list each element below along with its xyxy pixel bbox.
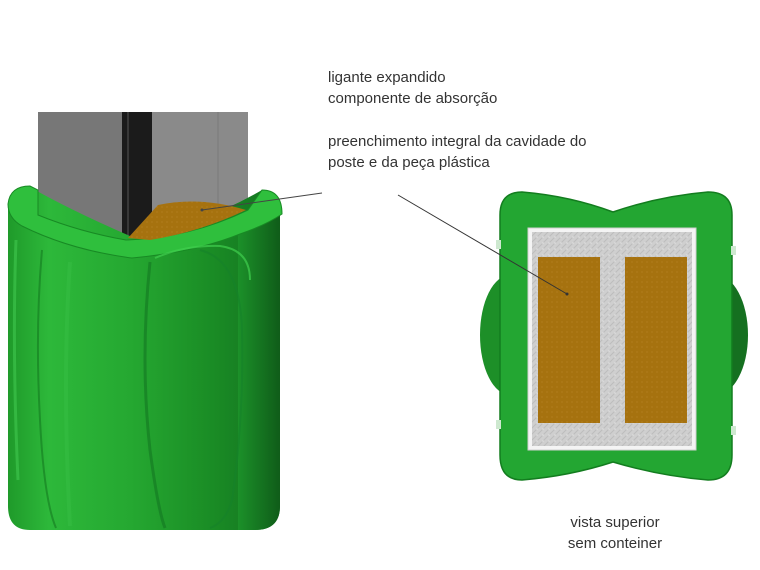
container-3d-view <box>7 112 283 530</box>
container-flute-left <box>36 249 57 529</box>
top-view <box>480 191 748 481</box>
top-view-tab-br <box>731 426 736 435</box>
binder-annotation: ligante expandido componente de absorção <box>328 67 497 109</box>
top-view-tab-tl <box>496 240 501 249</box>
fill-annotation: preenchimento integral da cavidade do po… <box>328 131 587 173</box>
container-top-rim <box>7 185 283 259</box>
container-right-face <box>238 210 280 530</box>
leader-line-binder <box>201 192 323 211</box>
top-view-binder-left <box>538 257 600 423</box>
leader-line-fill <box>397 194 568 295</box>
steel-post <box>38 112 248 242</box>
top-view-binder-right <box>625 257 687 423</box>
top-view-tab-tr <box>731 246 736 255</box>
top-view-tab-bl <box>496 420 501 429</box>
binder-label-line1: ligante expandido <box>328 69 446 86</box>
view-caption-line1: vista superior <box>570 514 660 531</box>
fill-label-line2: poste e da peça plástica <box>328 154 490 171</box>
view-caption-line2: sem conteiner <box>567 535 663 552</box>
binder-label-line2: componente de absorção <box>328 90 498 107</box>
container-flute-center <box>143 261 167 529</box>
fill-label-line1: preenchimento integral da cavidade do <box>328 133 587 150</box>
container-flute-bulge <box>199 249 244 529</box>
binder-fill-top <box>128 201 246 240</box>
view-caption: vista superior sem conteiner <box>555 512 675 554</box>
